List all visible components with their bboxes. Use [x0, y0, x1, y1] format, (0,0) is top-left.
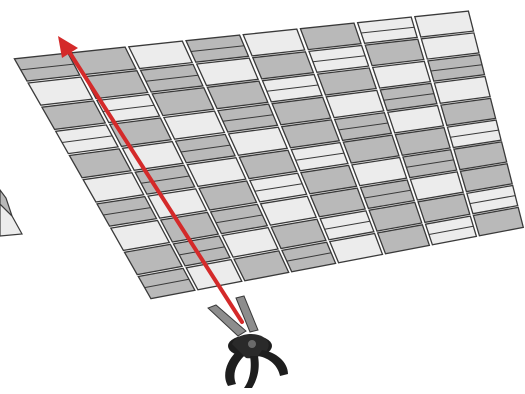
floor-tile [300, 23, 361, 49]
floor-tile [415, 11, 474, 37]
tiled-floor-grid [14, 11, 523, 299]
floor-tile [243, 29, 305, 56]
floor-tile [84, 71, 147, 99]
partial-floor-grid [0, 190, 22, 236]
floor-tile [42, 101, 105, 129]
floor-tile [365, 39, 424, 65]
cutting-pliers-icon [208, 296, 288, 388]
floor-tile [28, 77, 92, 105]
floor-tile [164, 111, 225, 139]
floor-tile [253, 52, 314, 79]
floor-tile [197, 58, 258, 85]
floor-tile [129, 41, 192, 68]
floor-tile [207, 81, 267, 109]
floor-tile [69, 149, 130, 178]
floor-tile [152, 88, 214, 116]
